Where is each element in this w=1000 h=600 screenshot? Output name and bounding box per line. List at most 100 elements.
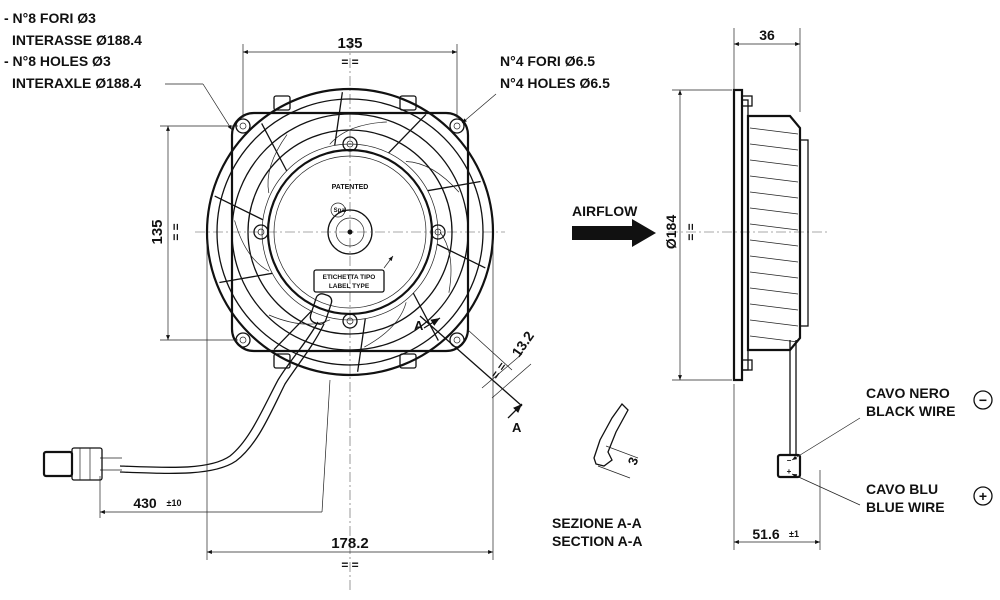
dim-430-text: 430 xyxy=(133,495,157,511)
grille-spoke xyxy=(436,243,486,269)
side-fin xyxy=(749,303,799,311)
dim-51-6-tol: ±1 xyxy=(789,529,799,539)
grille-spoke xyxy=(273,310,312,351)
section-title-it: SEZIONE A-A xyxy=(552,515,642,531)
side-fin xyxy=(749,239,799,247)
dim-178-2-eq: = = xyxy=(341,558,358,572)
blue-wire-polarity: + xyxy=(979,488,987,504)
dim-36 xyxy=(733,28,801,112)
negative-terminal-icon xyxy=(973,390,993,410)
svg-text:−: − xyxy=(787,456,792,465)
fan-blade xyxy=(329,121,387,145)
side-connector xyxy=(776,453,802,479)
section-profile xyxy=(593,402,629,467)
grille-spoke xyxy=(261,123,288,172)
section-title-en: SECTION A-A xyxy=(552,533,642,549)
side-fin xyxy=(749,127,799,135)
side-fin xyxy=(749,191,799,199)
dim-178-2-text: 178.2 xyxy=(331,535,369,552)
svg-text:+: + xyxy=(787,467,792,476)
airflow-indicator: AIRFLOW xyxy=(572,203,656,247)
dim-13-2-text: 13.2 xyxy=(508,328,537,360)
side-fin xyxy=(749,159,799,167)
side-fin xyxy=(749,319,799,327)
dim-51-6-text: 51.6 xyxy=(752,526,779,542)
fan-blade xyxy=(405,161,460,193)
side-flange xyxy=(732,88,744,382)
side-fin xyxy=(749,223,799,231)
grille-spoke xyxy=(334,92,344,146)
side-fin xyxy=(749,207,799,215)
side-motor-body xyxy=(746,114,802,352)
type-label-it: ETICHETTA TIPO xyxy=(323,274,376,281)
fan-blade xyxy=(267,134,288,194)
grille-spoke xyxy=(388,113,427,154)
dim-135-left-eq: = = xyxy=(169,223,183,240)
grille-spokes xyxy=(214,92,486,372)
fan-blade xyxy=(364,302,407,348)
callout-8-holes xyxy=(165,83,233,131)
black-wire-leader xyxy=(791,417,861,461)
shroud-outer-ring xyxy=(205,87,495,377)
type-label-box xyxy=(313,269,385,293)
side-fin xyxy=(749,335,799,343)
holes8-en-line1: - N°8 HOLES Ø3 xyxy=(4,53,111,69)
side-fin xyxy=(749,255,799,263)
grille-spoke xyxy=(356,318,366,372)
section-view: 3 SEZIONE A-A SECTION A-A xyxy=(552,402,642,549)
corner-lugs xyxy=(235,118,465,348)
holes8-en-line2: INTERAXLE Ø188.4 xyxy=(12,75,141,91)
positive-terminal-icon xyxy=(973,486,993,506)
side-fins xyxy=(749,127,799,343)
dim-430-tol: ±10 xyxy=(167,498,182,508)
motor-hub xyxy=(327,209,373,255)
dim-178-2 xyxy=(206,240,494,560)
connector xyxy=(42,447,103,481)
airflow-arrow xyxy=(572,219,656,247)
section-cut-line xyxy=(419,315,523,407)
dim-36-text: 36 xyxy=(759,27,775,43)
dim-135-top-text: 135 xyxy=(337,35,362,52)
holes8-it-line1: - N°8 FORI Ø3 xyxy=(4,10,96,26)
black-wire-polarity: − xyxy=(979,392,987,408)
dim-135-left xyxy=(160,125,238,341)
side-fin xyxy=(749,271,799,279)
front-view: Spal PATENTED ETICHETTA TIPO LABEL TYPE xyxy=(4,10,610,590)
blue-wire-en: BLUE WIRE xyxy=(866,499,945,515)
holes4-en: N°4 HOLES Ø6.5 xyxy=(500,75,610,91)
power-cable xyxy=(100,293,333,475)
blue-wire-it: CAVO BLU xyxy=(866,481,938,497)
fan-blade xyxy=(234,220,270,272)
side-view: − + 36 Ø184 = = 51.6 ±1 CAVO NERO BLACK … xyxy=(663,27,993,550)
section-dim-3: 3 xyxy=(625,455,642,467)
fan-blade xyxy=(439,231,452,293)
holes8-it-line2: INTERASSE Ø188.4 xyxy=(12,32,142,48)
blue-wire-leader xyxy=(791,473,861,506)
dim-184-text: Ø184 xyxy=(663,215,679,249)
dim-51-6 xyxy=(733,384,821,550)
motor-screws xyxy=(253,136,446,329)
dim-184-eq: = = xyxy=(684,223,698,240)
type-label-en: LABEL TYPE xyxy=(329,283,370,290)
section-mark-bottom: A xyxy=(512,420,522,435)
dim-13-2 xyxy=(467,329,532,399)
side-fin xyxy=(749,287,799,295)
fan-blades xyxy=(234,121,460,348)
side-fin xyxy=(749,175,799,183)
patented-text: PATENTED xyxy=(332,184,369,191)
dim-135-top-eq: = = xyxy=(341,55,358,69)
grille-spoke xyxy=(412,292,439,341)
dim-184 xyxy=(672,89,732,381)
dim-430 xyxy=(99,379,331,518)
black-wire-it: CAVO NERO xyxy=(866,385,950,401)
grille-spoke xyxy=(214,195,264,221)
grille-spoke xyxy=(219,272,273,284)
dim-135-left-text: 135 xyxy=(149,219,166,244)
side-fin xyxy=(749,143,799,151)
section-mark-top: A xyxy=(414,318,424,333)
callout-4-holes xyxy=(461,93,497,124)
svg-text:Spal: Spal xyxy=(334,208,347,214)
black-wire-en: BLACK WIRE xyxy=(866,403,955,419)
